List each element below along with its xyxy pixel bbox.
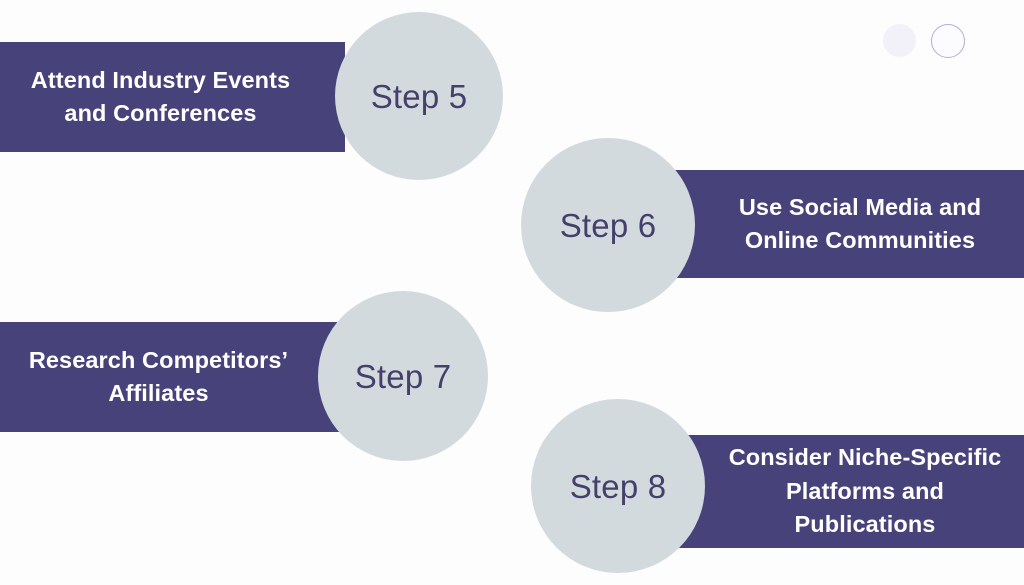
step-bar-step5[interactable]: Attend Industry Events and Conferences <box>0 42 345 152</box>
step-bar-step7[interactable]: Research Competitors’ Affiliates <box>0 322 345 432</box>
step-bar-label-step7: Research Competitors’ Affiliates <box>28 346 289 406</box>
step-circle-step5[interactable]: Step 5 <box>335 12 503 180</box>
step-circle-label-step6: Step 6 <box>559 206 657 244</box>
decorative-circle-filled-icon <box>883 24 916 57</box>
step-circle-step7[interactable]: Step 7 <box>318 291 488 461</box>
step-circle-label-step5: Step 5 <box>370 77 468 115</box>
step-circle-label-step7: Step 7 <box>354 357 452 395</box>
step-bar-label-step5: Attend Industry Events and Conferences <box>30 66 291 126</box>
step-circle-step6[interactable]: Step 6 <box>521 138 695 312</box>
decorative-circle-outline-icon <box>931 24 965 58</box>
step-circle-step8[interactable]: Step 8 <box>531 399 705 573</box>
step-circle-label-step8: Step 8 <box>569 467 667 505</box>
step-bar-label-step6: Use Social Media and Online Communities <box>738 193 982 253</box>
step-bar-label-step8: Consider Niche-Specific Platforms and Pu… <box>728 444 1002 538</box>
